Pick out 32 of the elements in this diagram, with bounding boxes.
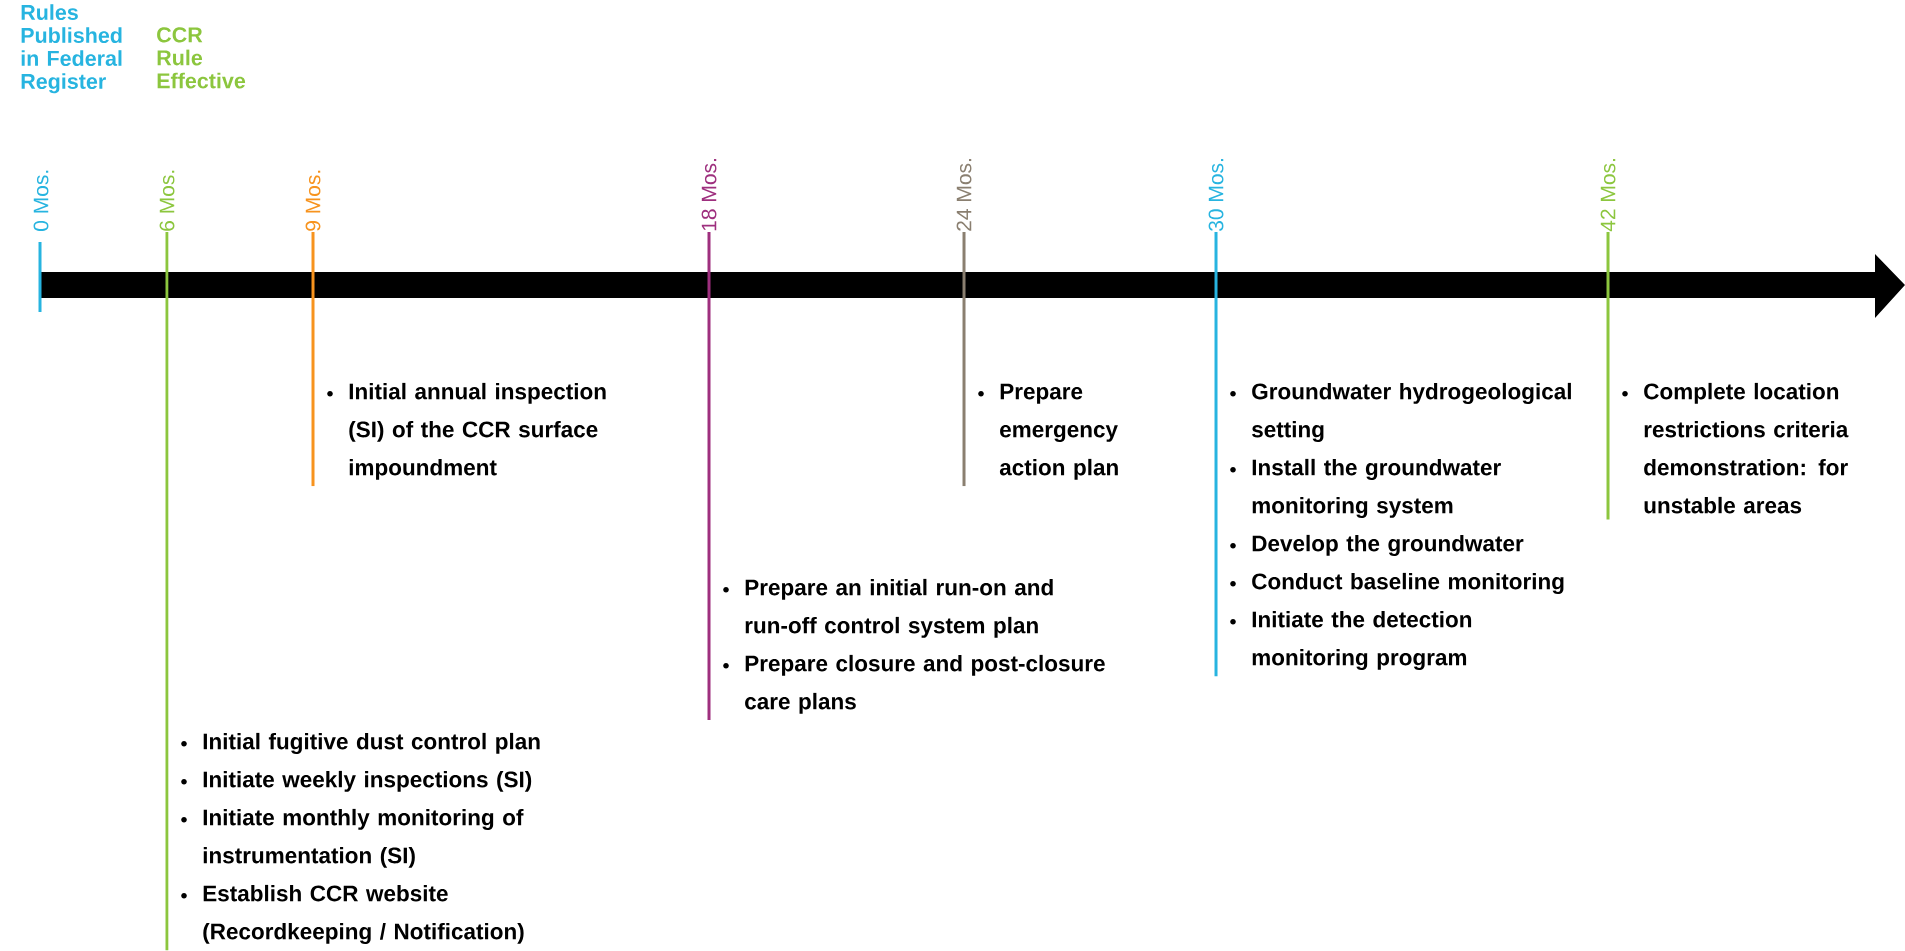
milestone-label: 9 Mos.	[305, 170, 321, 231]
marker-line	[311, 232, 315, 487]
node-label: Conduct baseline monitoring	[1252, 572, 1564, 594]
node-label: Initiate monthly monitoring of instrumentation (SI)	[203, 808, 524, 868]
node-label: Initiate weekly inspections (SI)	[203, 770, 532, 792]
node-label: Prepare closure and post-closure care plans	[745, 654, 1105, 714]
bullet-list: Prepare emergency action plan	[978, 383, 1118, 480]
milestone-heading: Rules Published in Federal Register	[21, 4, 122, 94]
bullet-list: Initial fugitive dust control plan Initiate weekly inspections (SI) Initiate monthly monitoring of instrumentation (SI) Establish CCR website (Recordkeeping / Notification)	[181, 732, 540, 944]
node-label: Initial fugitive dust control plan	[203, 732, 540, 754]
node-label: Initiate the detection monitoring program	[1252, 610, 1472, 670]
marker-line	[707, 232, 711, 721]
milestone-label: 0 Mos.	[33, 170, 49, 231]
milestone-label: 18 Mos.	[701, 159, 717, 231]
node-label: Develop the groundwater	[1252, 534, 1524, 556]
bullet-list: Initial annual inspection (SI) of the CCR surface impoundment	[327, 382, 606, 480]
bullet-list: Prepare an initial run-on and run-off control system plan Prepare closure and post-closure care plans	[723, 578, 1105, 714]
node-label: Establish CCR website (Recordkeeping / Notification)	[203, 884, 524, 944]
milestone-heading: CCR Rule Effective	[157, 27, 246, 89]
milestone-label: 30 Mos.	[1208, 159, 1224, 231]
bullet-list: Complete location restrictions criteria demonstration: for unstable areas	[1622, 382, 1849, 514]
marker-line	[962, 232, 966, 487]
milestone-label: 6 Mos.	[159, 170, 175, 231]
node-label: Install the groundwater monitoring system	[1252, 458, 1501, 518]
milestone-label: 42 Mos.	[1600, 159, 1616, 232]
marker-line	[1606, 232, 1610, 520]
marker-line	[1214, 232, 1218, 677]
bullet-list: Groundwater hydrogeological setting Install the groundwater monitoring system Develop the groundwater Conduct baseline monitoring Initiate the detection monitoring program	[1230, 382, 1571, 670]
node-label: Prepare an initial run-on and run-off control system plan	[745, 578, 1053, 638]
node-label: Groundwater hydrogeological setting	[1252, 382, 1571, 442]
milestone-label: 24 Mos.	[956, 159, 972, 231]
marker-line	[165, 232, 169, 951]
